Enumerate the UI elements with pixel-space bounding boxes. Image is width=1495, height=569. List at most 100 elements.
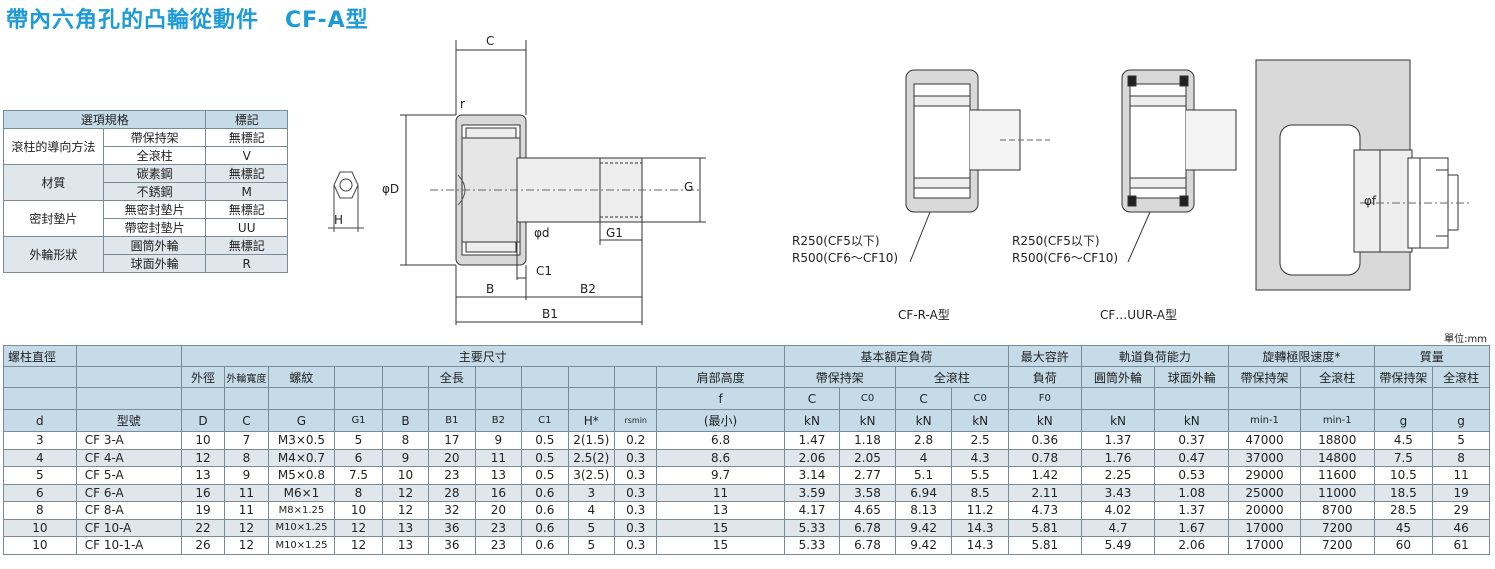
- table-cell: 2(1.5): [567, 431, 616, 450]
- table-cell: 36: [428, 536, 476, 555]
- header-basic-load: 基本額定負荷: [783, 345, 1009, 367]
- options-row: 滾柱的導向方法 帶保持架 無標記: [3, 128, 288, 165]
- table-cell: 9: [224, 466, 269, 485]
- table-cell: 9: [474, 431, 523, 450]
- table-cell: 45: [1373, 518, 1434, 537]
- unit-label: 單位:mm: [1444, 334, 1487, 345]
- table-cell: 37000: [1228, 448, 1301, 467]
- table-cell: 4.17: [783, 501, 841, 520]
- table-cell: 0.36: [1007, 431, 1082, 450]
- fig1-radius-line2: R500(CF6～CF10): [792, 251, 899, 265]
- sub-unit-kN: kN: [783, 409, 841, 432]
- technical-drawing: [328, 40, 1470, 325]
- sub-C1: C1: [521, 409, 569, 432]
- table-cell: 4.65: [839, 501, 896, 520]
- table-cell: 4.3: [951, 448, 1009, 467]
- table-cell: 0.5: [521, 466, 569, 485]
- table-cell: 6.78: [839, 518, 896, 537]
- table-cell: 8700: [1299, 501, 1375, 520]
- table-cell: 8: [1432, 448, 1490, 467]
- header-mass-full: 全滾柱: [1432, 366, 1490, 388]
- table-cell: 10.5: [1373, 466, 1434, 485]
- header-spherical: 球面外輪: [1154, 366, 1230, 388]
- options-spec: 碳素鋼: [102, 164, 207, 183]
- table-cell: 8: [3, 501, 77, 520]
- sub-D: D: [180, 409, 226, 432]
- table-cell: M5×0.8: [267, 466, 336, 485]
- table-cell: 12: [381, 501, 430, 520]
- table-cell: 3.43: [1080, 483, 1156, 502]
- header-C-full: C: [894, 387, 953, 410]
- table-cell: 0.78: [1007, 448, 1082, 467]
- table-cell: 17000: [1228, 518, 1301, 537]
- spec-table: 螺柱直徑 主要尺寸 基本額定負荷 最大容許 軌道負荷能力 旋轉極限速度* 質量 …: [3, 345, 1491, 555]
- sub-d: d: [3, 409, 77, 432]
- options-row: 材質 碳素鋼 無標記: [3, 164, 288, 201]
- table-cell: CF 5-A: [75, 466, 182, 485]
- table-cell: 0.53: [1154, 466, 1230, 485]
- cf-uur-a-drawing: [1121, 69, 1237, 263]
- options-mark: V: [205, 146, 288, 165]
- table-cell: 5: [567, 518, 616, 537]
- table-cell: CF 10-A: [75, 518, 182, 537]
- table-cell: 3.59: [783, 483, 841, 502]
- dim-label-D: φD: [382, 182, 400, 196]
- table-cell: 0.3: [613, 466, 658, 485]
- header-C0-full: C0: [951, 387, 1009, 410]
- table-cell: 0.3: [613, 536, 658, 555]
- table-cell: 36: [428, 518, 476, 537]
- table-cell: 12: [180, 448, 226, 467]
- table-cell: 23: [474, 518, 523, 537]
- table-cell: 0.47: [1154, 448, 1230, 467]
- options-row: 帶密封墊片 UU: [4, 218, 288, 237]
- table-cell: 5: [3, 466, 77, 485]
- table-cell: 2.06: [1154, 536, 1230, 555]
- dim-label-C: C: [486, 34, 495, 48]
- table-cell: 2.77: [839, 466, 896, 485]
- table-cell: 14.3: [951, 518, 1009, 537]
- table-cell: 13: [381, 536, 430, 555]
- options-table: 選項規格 標記 滾柱的導向方法 帶保持架 無標記 全滾柱 V 材質 碳素鋼 無標…: [2, 110, 288, 273]
- cf-r-a-drawing: [905, 69, 1050, 263]
- table-cell: CF 3-A: [75, 431, 182, 450]
- table-cell: 16: [474, 483, 523, 502]
- dim-label-B: B: [486, 282, 495, 296]
- options-row: 外輪形狀 圓筒外輪 無標記: [3, 236, 288, 273]
- table-cell: M8×1.25: [267, 501, 336, 520]
- table-cell: 4: [567, 501, 616, 520]
- table-cell: 20: [428, 448, 476, 467]
- table-cell: 11: [1432, 466, 1490, 485]
- table-cell: 0.5: [521, 448, 569, 467]
- table-cell: 8.13: [894, 501, 953, 520]
- options-group: 密封墊片: [3, 200, 104, 237]
- table-cell: 9: [381, 448, 430, 467]
- sub-unit-kN: kN: [1080, 409, 1156, 432]
- table-cell: 4: [3, 448, 77, 467]
- header-cylindrical: 圓筒外輪: [1080, 366, 1156, 388]
- table-cell: 46: [1432, 518, 1490, 537]
- table-cell: 29000: [1228, 466, 1301, 485]
- table-cell: 12: [224, 536, 269, 555]
- table-cell: M6×1: [267, 483, 336, 502]
- table-cell: 3.14: [783, 466, 841, 485]
- table-cell: 11: [656, 483, 785, 502]
- table-cell: 3: [567, 483, 616, 502]
- table-cell: 1.67: [1154, 518, 1230, 537]
- header-bolt-diameter: 螺柱直徑: [3, 345, 77, 367]
- table-cell: 7.5: [334, 466, 383, 485]
- header-C-cage: C: [783, 387, 841, 410]
- table-cell: 17000: [1228, 536, 1301, 555]
- options-group: 材質: [3, 164, 104, 201]
- table-cell: 13: [381, 518, 430, 537]
- sub-unit-kN: kN: [951, 409, 1009, 432]
- table-cell: 61: [1432, 536, 1490, 555]
- model-label: CF-A型: [285, 8, 369, 33]
- sub-unit-kN: kN: [1007, 409, 1082, 432]
- mounting-drawing: [1255, 59, 1470, 291]
- dim-label-G1: G1: [606, 226, 623, 240]
